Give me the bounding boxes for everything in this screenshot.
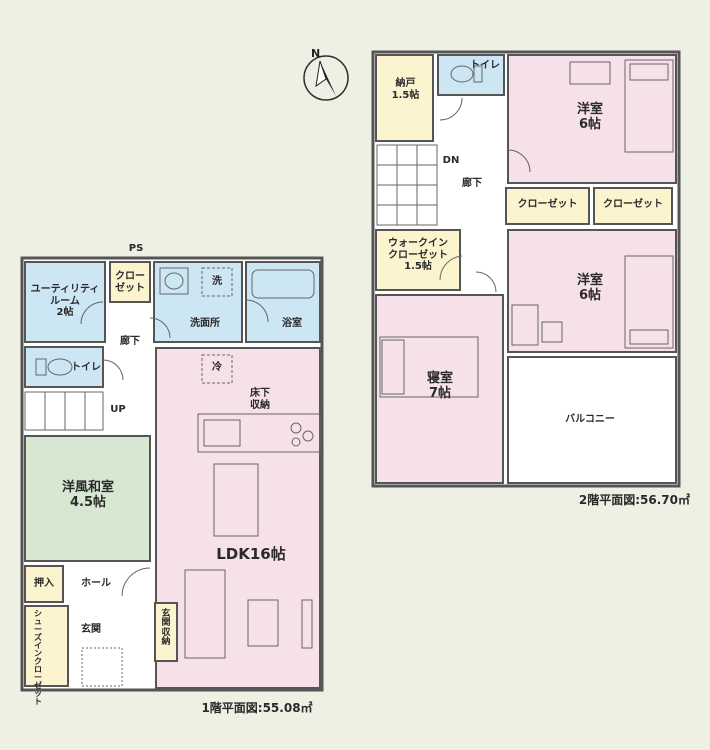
floor2-caption: 2階平面図:56.70㎡ [578,493,690,507]
oshiire-label: 押入 [34,578,54,589]
floor2-dn-label: DN [442,155,460,166]
storage-label: 納戸 1.5帖 [391,78,420,101]
door-swing [507,149,531,173]
floor1-closet-label: クロー ゼット [115,271,145,294]
fridge-icon [201,354,233,384]
door-swing [475,271,497,293]
closet-a-label: クローゼット [517,199,578,210]
floor2-hall-label: 廊下 [462,178,482,189]
washbasin-icon [159,267,189,295]
door-swing [439,97,463,121]
fridge-mark: 冷 [212,362,222,373]
door-swing [102,359,124,381]
stairs-floor2 [376,144,438,226]
washroom-label: 洗面所 [190,318,220,329]
kitchen-counter-icon [197,413,321,453]
shoes-closet-label: シューズインクローゼット [34,609,42,706]
desk-icon [569,61,611,85]
toilet-fixture-floor1 [35,358,73,376]
balcony-label: バルコニー [565,414,615,425]
utility-room-label: ユーティリティ ルーム 2帖 [30,284,100,318]
washer-mark: 洗 [212,276,222,287]
door-swing [149,317,171,339]
washing-machine-icon [201,267,233,297]
bed-icon [624,255,674,349]
toilet-fixture-floor2 [450,65,483,83]
bedroom-b-label: 洋室 6帖 [576,273,603,303]
floor1-fixtures [24,267,321,687]
bed-icon [379,336,479,398]
floor2-fixtures [376,59,674,398]
compass-icon: N [303,47,349,101]
floor2-plan [371,50,681,488]
ps-label: PS [128,243,144,254]
tv-icon [301,599,313,649]
floor2-toilet-label: トイレ [470,60,500,71]
entry-hall-label: ホール [81,578,111,589]
genkan-storage-label: 玄関 収納 [161,609,171,648]
ldk-label: LDK16帖 [216,545,286,563]
sofa-icon [184,569,226,659]
bath-label: 浴室 [282,318,302,329]
coffee-table-icon [247,599,279,647]
floor1-toilet-label: トイレ [71,362,101,373]
japanese-room-label: 洋風和室 4.5帖 [61,480,114,510]
bedroom-a-label: 洋室 6帖 [576,102,603,132]
entrance-tiles [81,647,123,687]
closet-b-label: クローゼット [603,199,663,210]
floor1-plan [20,256,324,692]
walkin-closet-label: ウォークイン クローゼット 1.5帖 [388,238,448,272]
bed-icon [624,59,674,153]
master-bedroom-label: 寝室 7帖 [426,371,453,401]
underfloor-storage-label: 床下 収納 [250,388,270,411]
genkan-label: 玄関 [81,624,101,635]
desk-icon [511,304,563,346]
floor1-caption: 1階平面図:55.08㎡ [201,701,313,715]
door-swing [80,301,104,325]
bathtub-icon [251,269,315,299]
svg-text:N: N [311,47,320,60]
door-swing [121,567,151,597]
up-label: UP [110,404,126,415]
door-swing [245,299,269,323]
floor1-hall-upper-label: 廊下 [120,336,140,347]
dining-table-icon [213,463,259,537]
stairs-floor1 [24,391,104,431]
door-swing [439,255,463,281]
